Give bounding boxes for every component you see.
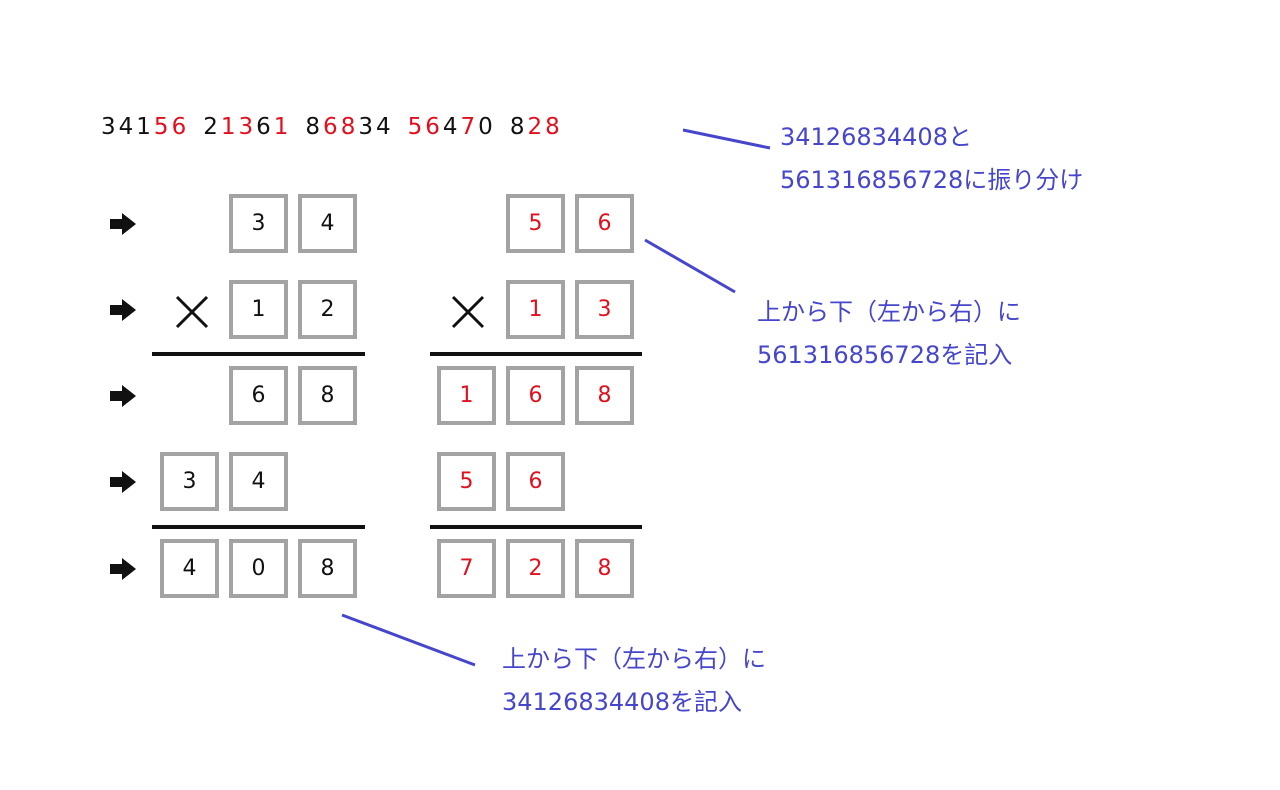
digit: 3: [238, 114, 257, 140]
digit: 0: [478, 114, 496, 140]
digit: 4: [442, 114, 461, 140]
digit: 4: [375, 114, 394, 140]
note-line: 34126834408と: [780, 123, 972, 151]
digit: 5: [407, 114, 426, 140]
right-row4-digit-box: 6: [506, 452, 565, 511]
note-line: 561316856728を記入: [757, 341, 1013, 369]
rule-left-1: [152, 352, 365, 356]
right-row1-digit-box: 6: [575, 194, 634, 253]
right-row4-digit-box: 5: [437, 452, 496, 511]
right-row5-digit-box: 8: [575, 539, 634, 598]
note-line: 上から下（左から右）に: [502, 645, 766, 673]
rule-right-2: [430, 525, 642, 529]
digit-group: 86834: [305, 114, 393, 140]
connector-right: [644, 238, 736, 294]
right-row5-digit-box: 2: [506, 539, 565, 598]
digit-group: 828: [510, 114, 563, 140]
connector-split: [682, 128, 771, 150]
left-row4-digit-box: 3: [160, 452, 219, 511]
digit: 4: [118, 114, 137, 140]
digit: 6: [256, 114, 274, 140]
digit: 2: [527, 114, 546, 140]
digit-group: 34156: [101, 114, 189, 140]
right-row3-digit-box: 8: [575, 366, 634, 425]
left-row3-digit-box: 8: [298, 366, 357, 425]
left-row2-digit-box: 2: [298, 280, 357, 339]
note-left-fill: 上から下（左から右）に 34126834408を記入: [502, 638, 766, 724]
digit: 2: [203, 114, 221, 140]
digit: 8: [545, 114, 563, 140]
digit-group: 56470: [408, 114, 496, 140]
times-icon: [451, 295, 485, 329]
left-row4-digit-box: 4: [229, 452, 288, 511]
digit: 8: [340, 114, 359, 140]
left-row2-digit-box: 1: [229, 280, 288, 339]
left-row5-digit-box: 4: [160, 539, 219, 598]
rule-right-1: [430, 352, 642, 356]
digit: 6: [171, 114, 190, 140]
digit: 1: [136, 114, 154, 140]
digit-group: 21361: [203, 114, 291, 140]
digit: 1: [273, 114, 292, 140]
arrow-right-icon: [110, 471, 136, 493]
times-icon: [175, 295, 209, 329]
arrow-right-icon: [110, 299, 136, 321]
right-row3-digit-box: 1: [437, 366, 496, 425]
note-right-fill: 上から下（左から右）に 561316856728を記入: [757, 291, 1021, 377]
digit: 6: [425, 114, 443, 140]
note-line: 561316856728に振り分け: [780, 166, 1084, 194]
digit: 5: [153, 114, 172, 140]
arrow-right-icon: [110, 558, 136, 580]
right-row1-digit-box: 5: [506, 194, 565, 253]
note-split: 34126834408と 561316856728に振り分け: [780, 116, 1083, 202]
arrow-right-icon: [110, 213, 136, 235]
left-row3-digit-box: 6: [229, 366, 288, 425]
note-line: 上から下（左から右）に: [757, 298, 1021, 326]
digit: 7: [460, 114, 479, 140]
left-row1-digit-box: 3: [229, 194, 288, 253]
digit: 3: [101, 114, 119, 140]
right-row5-digit-box: 7: [437, 539, 496, 598]
left-row1-digit-box: 4: [298, 194, 357, 253]
digit: 1: [220, 114, 239, 140]
digit: 8: [509, 114, 528, 140]
arrow-right-icon: [110, 385, 136, 407]
note-line: 34126834408を記入: [502, 688, 742, 716]
right-row2-digit-box: 3: [575, 280, 634, 339]
left-row5-digit-box: 0: [229, 539, 288, 598]
right-row2-digit-box: 1: [506, 280, 565, 339]
digit: 8: [305, 114, 324, 140]
connector-left: [341, 613, 476, 667]
rule-left-2: [152, 525, 365, 529]
right-row3-digit-box: 6: [506, 366, 565, 425]
digit: 3: [358, 114, 376, 140]
digit: 6: [323, 114, 341, 140]
left-row5-digit-box: 8: [298, 539, 357, 598]
